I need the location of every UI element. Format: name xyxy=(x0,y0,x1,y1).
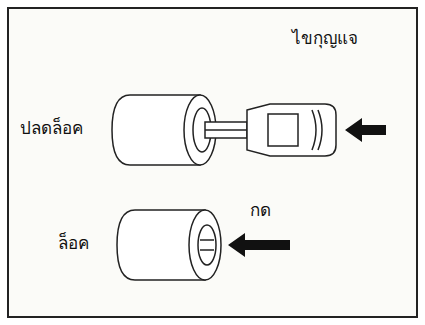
action-label: กด xyxy=(250,200,271,220)
state-label: ล็อค xyxy=(58,233,89,253)
state-label: ปลดล็อค xyxy=(20,118,83,138)
action-label: ไขกุญแจ xyxy=(292,28,358,48)
